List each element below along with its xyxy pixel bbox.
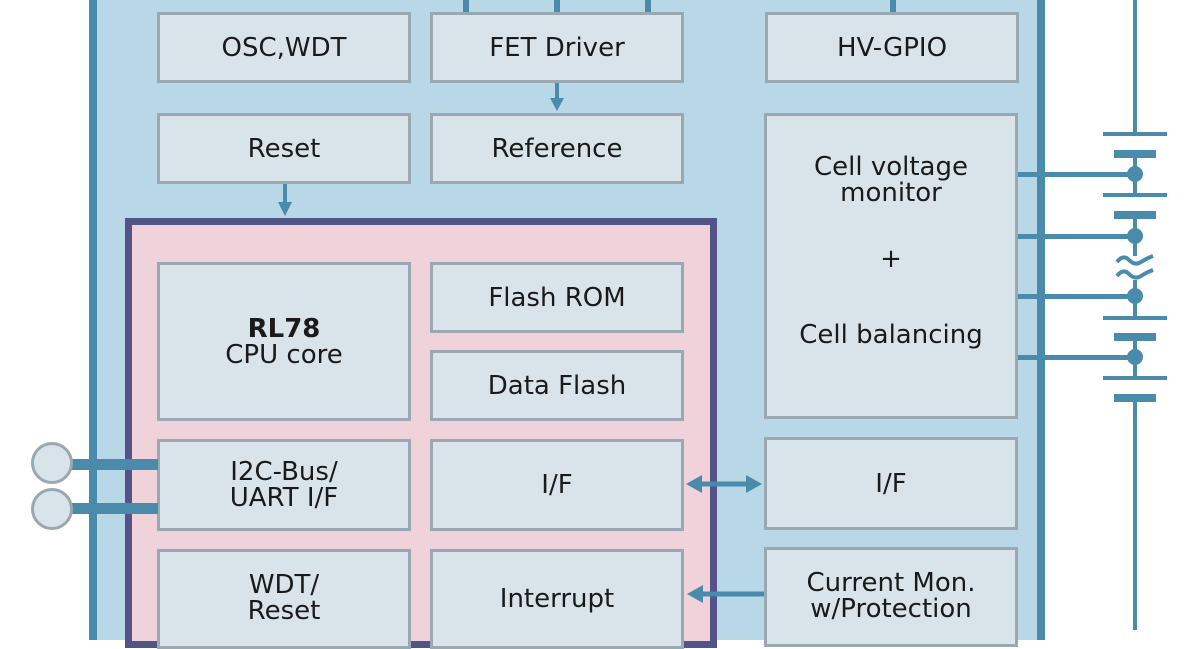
cpu-sub-label: CPU core [225,339,343,370]
mcu-if-block: I/F [430,439,684,531]
cell-tap-2 [1018,234,1136,239]
data-flash-label: Data Flash [487,370,627,401]
battery-plate-short-1 [1114,150,1156,158]
serial-if-block: I2C-Bus/ UART I/F [157,439,411,531]
cell-balancing-label: Cell balancing [799,320,983,350]
battery-node-3-icon [1127,288,1143,304]
current-mon-line1: Current Mon. [806,568,976,598]
cell-monitor-block: Cell voltage monitor + Cell balancing [764,113,1018,419]
arrow-right-icon [746,475,762,493]
osc-wdt-block: OSC,WDT [157,12,411,83]
serial-bus-line-1 [70,459,158,470]
arrows-overlay [278,83,1167,630]
cell-monitor-line1: Cell voltage [813,152,968,182]
mcu-if-label: I/F [541,470,573,500]
current-mon-line2: w/Protection [810,594,972,624]
wire-top-2 [554,0,560,13]
hv-gpio-label: HV-GPIO [836,32,948,63]
reference-label: Reference [491,133,623,164]
fet-driver-block: FET Driver [430,12,684,83]
wire-top-3 [645,0,651,13]
cell-monitor-plus: + [880,244,902,274]
reset-label: Reset [247,133,321,164]
arrow-down-icon [550,98,564,111]
break-symbol-icon-2 [1115,268,1154,280]
serial-if-line1: I2C-Bus/ [230,457,338,487]
battery-plate-long-1 [1103,132,1167,136]
cell-monitor-line2: monitor [840,178,942,208]
cell-tap-1 [1018,172,1136,177]
battery-top-wire [1133,0,1137,134]
cpu-core-block: RL78 CPU core [157,262,411,421]
arrow-left-icon [686,475,702,493]
analog-if-label: I/F [875,468,907,499]
interrupt-label: Interrupt [499,584,615,614]
flash-rom-label: Flash ROM [488,282,626,313]
reset-block: Reset [157,113,411,184]
break-symbol-icon [1115,254,1154,266]
battery-node-2-icon [1127,228,1143,244]
hv-gpio-block: HV-GPIO [765,12,1019,83]
battery-plate-long-2 [1103,193,1167,197]
battery-node-4-icon [1127,349,1143,365]
cell-tap-3 [1018,294,1136,299]
wire-top-1 [463,0,469,13]
battery-node-1-icon [1127,166,1143,182]
data-flash-block: Data Flash [430,350,684,421]
serial-port-2-icon [31,488,73,530]
osc-wdt-label: OSC,WDT [221,32,347,63]
cpu-name: RL78 [247,313,321,344]
arrow-left-icon-2 [687,585,703,603]
fet-driver-label: FET Driver [489,32,625,63]
serial-if-line2: UART I/F [229,483,339,513]
cell-tap-4 [1018,355,1136,360]
battery-plate-short-2 [1114,211,1156,219]
wire-top-hvgpio [890,0,896,13]
arrow-down-icon-2 [278,202,292,216]
serial-bus-line-2 [70,503,158,514]
reference-block: Reference [430,113,684,184]
analog-if-block: I/F [764,437,1018,530]
flash-rom-block: Flash ROM [430,262,684,333]
wdt-reset-line2: Reset [247,596,321,626]
wdt-reset-line1: WDT/ [248,570,320,600]
serial-port-1-icon [31,442,73,484]
